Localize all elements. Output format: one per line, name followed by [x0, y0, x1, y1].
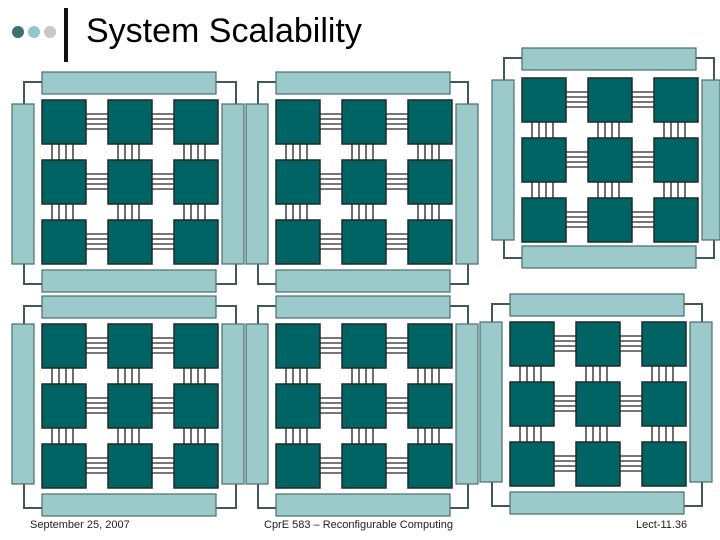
board-bottom-middle-chip-5: [341, 383, 387, 429]
board-top-middle-chip-3: [407, 99, 453, 145]
title-dot-1: [12, 26, 24, 38]
board-top-left-chip-4: [41, 159, 87, 205]
title-dot-3: [44, 26, 56, 38]
board-bottom-left-chip-6: [173, 383, 219, 429]
board-bottom-middle-chip-6: [407, 383, 453, 429]
board-bottom-left-chip-5: [107, 383, 153, 429]
board-top-right-chip-5: [587, 137, 633, 183]
board-top-right-chip-3: [653, 77, 699, 123]
footer-course: CprE 583 – Reconfigurable Computing: [264, 519, 453, 531]
board-top-left-chip-3: [173, 99, 219, 145]
board-top-middle-chip-1: [275, 99, 321, 145]
board-top-left-memory-bottom: [41, 269, 217, 293]
board-top-middle-chip-8: [341, 219, 387, 265]
board-top-left: [11, 71, 245, 293]
board-bottom-middle-chip-1: [275, 323, 321, 369]
board-top-middle-memory-left: [245, 103, 269, 265]
board-bottom-right-chip-8: [575, 441, 621, 487]
board-bottom-left-memory-right: [221, 323, 245, 485]
board-top-middle-memory-right: [455, 103, 479, 265]
board-top-right-chip-7: [521, 197, 567, 243]
board-top-left-memory-top: [41, 71, 217, 95]
board-bottom-middle-memory-top: [275, 295, 451, 319]
board-top-middle-chip-4: [275, 159, 321, 205]
board-bottom-left-chip-2: [107, 323, 153, 369]
board-bottom-left-chip-1: [41, 323, 87, 369]
footer-slide-number: Lect-11.36: [636, 519, 688, 531]
board-top-left-memory-right: [221, 103, 245, 265]
board-top-middle-chip-2: [341, 99, 387, 145]
title-divider: [64, 8, 68, 62]
board-bottom-middle-chip-4: [275, 383, 321, 429]
board-bottom-right-memory-bottom: [509, 491, 685, 515]
board-bottom-left-memory-left: [11, 323, 35, 485]
board-bottom-right-memory-top: [509, 293, 685, 317]
board-top-right-chip-9: [653, 197, 699, 243]
board-top-right-memory-right: [701, 79, 720, 241]
board-top-left-memory-left: [11, 103, 35, 265]
board-bottom-middle-memory-right: [455, 323, 479, 485]
board-bottom-right-chip-3: [641, 321, 687, 367]
board-top-middle-chip-7: [275, 219, 321, 265]
board-bottom-right-chip-4: [509, 381, 555, 427]
board-bottom-right-chip-6: [641, 381, 687, 427]
board-top-left-chip-2: [107, 99, 153, 145]
board-bottom-left-memory-top: [41, 295, 217, 319]
board-bottom-middle-chip-9: [407, 443, 453, 489]
page-title: System Scalability: [86, 12, 362, 50]
board-top-right-chip-1: [521, 77, 567, 123]
board-bottom-right-chip-5: [575, 381, 621, 427]
board-bottom-middle: [245, 295, 479, 517]
board-bottom-left-chip-7: [41, 443, 87, 489]
board-bottom-middle-chip-2: [341, 323, 387, 369]
board-top-middle-chip-9: [407, 219, 453, 265]
board-top-right-chip-6: [653, 137, 699, 183]
board-top-left-chip-6: [173, 159, 219, 205]
board-top-middle-memory-bottom: [275, 269, 451, 293]
board-top-right-chip-8: [587, 197, 633, 243]
board-bottom-middle-chip-8: [341, 443, 387, 489]
title-dot-2: [28, 26, 40, 38]
board-top-middle-chip-5: [341, 159, 387, 205]
board-bottom-left-chip-4: [41, 383, 87, 429]
board-bottom-right-memory-left: [479, 321, 503, 483]
board-top-left-chip-1: [41, 99, 87, 145]
board-bottom-right-chip-9: [641, 441, 687, 487]
board-top-left-chip-7: [41, 219, 87, 265]
board-bottom-left: [11, 295, 245, 517]
board-top-middle-memory-top: [275, 71, 451, 95]
board-bottom-right-memory-right: [689, 321, 713, 483]
board-top-left-chip-9: [173, 219, 219, 265]
board-top-right-chip-2: [587, 77, 633, 123]
board-top-middle: [245, 71, 479, 293]
board-top-right-memory-bottom: [521, 245, 697, 269]
board-bottom-right-chip-7: [509, 441, 555, 487]
board-top-right: [491, 47, 720, 269]
board-top-middle-chip-6: [407, 159, 453, 205]
board-top-left-chip-8: [107, 219, 153, 265]
board-bottom-middle-memory-left: [245, 323, 269, 485]
board-bottom-left-chip-9: [173, 443, 219, 489]
board-top-left-chip-5: [107, 159, 153, 205]
board-top-right-memory-top: [521, 47, 697, 71]
board-bottom-middle-chip-3: [407, 323, 453, 369]
board-bottom-middle-memory-bottom: [275, 493, 451, 517]
board-bottom-left-chip-3: [173, 323, 219, 369]
board-bottom-middle-chip-7: [275, 443, 321, 489]
board-top-right-chip-4: [521, 137, 567, 183]
board-bottom-right-chip-2: [575, 321, 621, 367]
board-bottom-right: [479, 293, 713, 515]
footer-date: September 25, 2007: [30, 519, 130, 531]
board-bottom-right-chip-1: [509, 321, 555, 367]
board-bottom-left-memory-bottom: [41, 493, 217, 517]
board-top-right-memory-left: [491, 79, 515, 241]
board-bottom-left-chip-8: [107, 443, 153, 489]
